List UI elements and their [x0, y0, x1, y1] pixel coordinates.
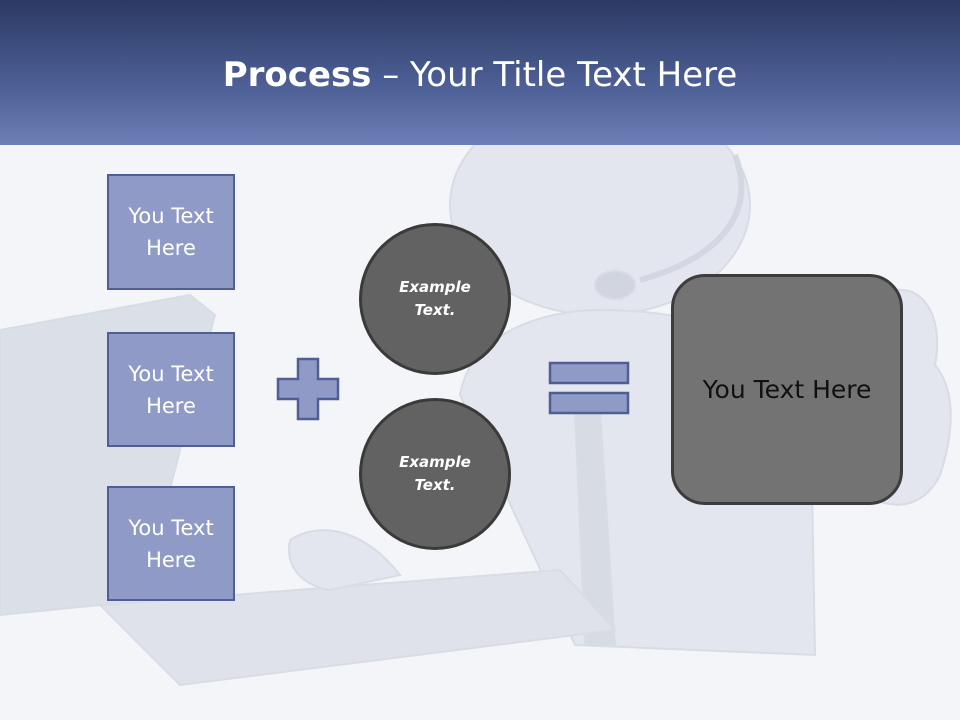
example-circle-1: Example Text. — [359, 223, 511, 375]
input-box-2: You Text Here — [107, 332, 235, 447]
example-circle-1-label: Example Text. — [399, 278, 471, 319]
input-box-3: You Text Here — [107, 486, 235, 601]
input-box-3-label: You Text Here — [128, 515, 214, 572]
input-box-1: You Text Here — [107, 174, 235, 290]
input-box-2-label: You Text Here — [128, 361, 214, 418]
example-circle-2: Example Text. — [359, 398, 511, 550]
example-circle-2-label: Example Text. — [399, 453, 471, 494]
title-rest: – Your Title Text Here — [371, 55, 738, 95]
slide-title: Process – Your Title Text Here — [0, 52, 960, 98]
equals-icon — [548, 361, 630, 415]
result-box: You Text Here — [671, 274, 903, 505]
title-bold: Process — [222, 55, 372, 95]
title-bar — [0, 0, 960, 145]
result-box-label: You Text Here — [702, 375, 872, 404]
plus-icon — [276, 357, 340, 421]
input-box-1-label: You Text Here — [128, 204, 214, 260]
